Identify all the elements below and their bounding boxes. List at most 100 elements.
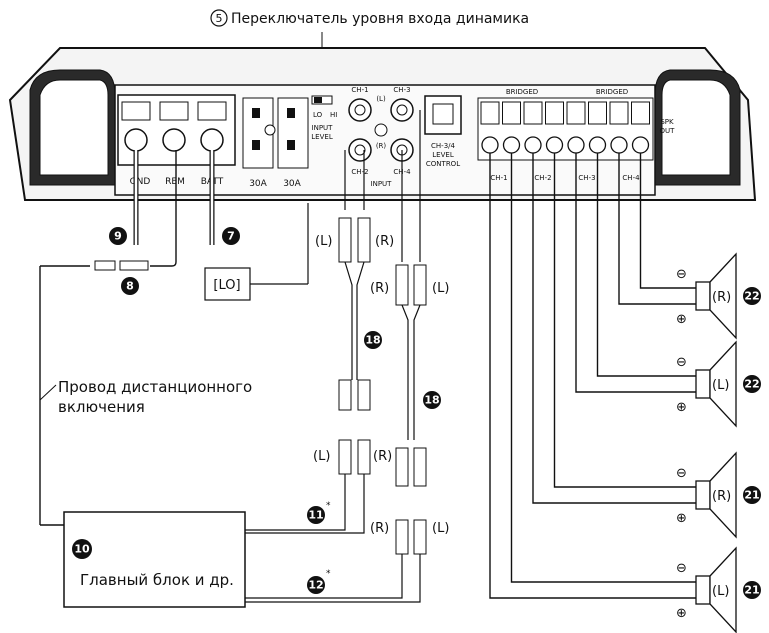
svg-text:(R): (R)	[370, 521, 389, 536]
svg-text:22: 22	[744, 378, 759, 391]
speaker-wire-negative	[639, 153, 696, 289]
badge-8: 8	[121, 277, 139, 295]
gnd-label: GND	[130, 177, 151, 187]
rca-cable-left: (L) (R) (L) (R)	[245, 150, 394, 534]
minus-icon: ⊖	[676, 267, 687, 282]
fuse-block: 30A 30A	[242, 97, 309, 189]
svg-text:12: 12	[308, 579, 323, 592]
svg-text:CH-1: CH-1	[351, 86, 368, 94]
svg-text:CH-3: CH-3	[578, 174, 595, 182]
head-unit-box: 10 Главный блок и др.	[63, 511, 246, 608]
speaker-side-label: (L)	[712, 378, 729, 393]
minus-icon: ⊖	[676, 355, 687, 370]
svg-text:HI: HI	[330, 111, 337, 119]
plus-icon: ⊕	[676, 511, 687, 526]
svg-text:Переключатель уровня входа дин: Переключатель уровня входа динамика	[231, 11, 529, 27]
svg-text:(L): (L)	[376, 95, 386, 103]
lo-link: [LO]	[204, 203, 309, 301]
svg-text:INPUT: INPUT	[371, 180, 393, 188]
svg-text:Провод дистанционного: Провод дистанционного	[58, 378, 252, 396]
fuse-label-b: 30A	[283, 179, 301, 189]
speaker-terminal[interactable]	[523, 101, 543, 154]
badge-11: 11*	[307, 501, 331, 524]
power-cables	[39, 150, 215, 526]
badge-18-left: 18	[364, 331, 382, 349]
svg-text:7: 7	[227, 230, 235, 243]
speaker-side-label: (R)	[712, 489, 731, 504]
speaker-wire-positive	[618, 153, 696, 305]
svg-text:(L): (L)	[315, 234, 332, 249]
svg-text:8: 8	[126, 280, 134, 293]
svg-text:LO: LO	[313, 111, 323, 119]
svg-text:18: 18	[424, 394, 439, 407]
svg-text:INPUT: INPUT	[312, 124, 334, 132]
svg-text:(L): (L)	[432, 281, 449, 296]
svg-text:LEVEL: LEVEL	[432, 151, 454, 159]
speaker-wire-negative	[596, 153, 696, 377]
speaker-terminal[interactable]	[566, 101, 586, 154]
svg-text:5: 5	[216, 12, 223, 25]
svg-text:OUT: OUT	[660, 127, 676, 135]
speaker-terminal[interactable]	[631, 101, 650, 154]
head-unit-label: Главный блок и др.	[80, 571, 234, 589]
svg-text:CH-3: CH-3	[393, 86, 410, 94]
svg-text:21: 21	[744, 584, 759, 597]
svg-text:CH-3/4: CH-3/4	[431, 142, 455, 150]
badge-7: 7	[222, 227, 240, 245]
plus-icon: ⊕	[676, 312, 687, 327]
input-level-switch[interactable]: LO HI INPUT LEVEL	[311, 95, 337, 141]
svg-text:(L): (L)	[313, 449, 330, 464]
speaker-wire-positive	[489, 153, 696, 599]
speaker-wire-negative	[553, 153, 696, 488]
speaker-terminal[interactable]	[502, 101, 521, 154]
svg-text:21: 21	[744, 489, 759, 502]
svg-text:CH-2: CH-2	[534, 174, 551, 182]
speaker: (R) ⊖ ⊕	[676, 451, 737, 539]
speaker-wire-bundle	[489, 153, 696, 599]
svg-text:(R): (R)	[375, 234, 394, 249]
lo-box-label: [LO]	[213, 278, 240, 293]
speaker-wire-positive	[532, 153, 696, 504]
svg-text:BRIDGED: BRIDGED	[596, 88, 628, 96]
svg-text:(L): (L)	[432, 521, 449, 536]
svg-text:18: 18	[365, 334, 380, 347]
speaker: (L)⊖⊕	[676, 546, 737, 633]
svg-text:10: 10	[74, 543, 90, 556]
svg-text:CH-4: CH-4	[622, 174, 640, 182]
svg-text:CH-2: CH-2	[351, 168, 368, 176]
speaker-wire-positive	[575, 153, 696, 393]
speaker-terminal[interactable]	[609, 101, 629, 154]
minus-icon: ⊖	[676, 466, 687, 481]
svg-text:LEVEL: LEVEL	[311, 133, 333, 141]
svg-text:включения: включения	[58, 398, 145, 416]
svg-text:*: *	[326, 501, 331, 511]
speaker: (R) ⊖ ⊕	[676, 252, 737, 340]
svg-text:CONTROL: CONTROL	[426, 160, 460, 168]
plus-icon: ⊕	[676, 400, 687, 415]
svg-text:BRIDGED: BRIDGED	[506, 88, 538, 96]
svg-text:(R): (R)	[376, 142, 387, 150]
speaker-terminal-block: BRIDGED BRIDGED SPK OUT CH-1 CH-2 CH-3 C…	[477, 88, 676, 182]
svg-text:*: *	[326, 569, 331, 579]
remote-wire-label: Провод дистанционного включения	[39, 378, 252, 416]
svg-text:11: 11	[308, 509, 323, 522]
minus-icon: ⊖	[676, 561, 687, 576]
plus-icon: ⊕	[676, 606, 687, 621]
speaker-terminal[interactable]	[588, 101, 607, 154]
badge-9: 9	[109, 227, 127, 245]
speaker-wire-negative	[510, 153, 696, 583]
fuse-label-a: 30A	[249, 179, 267, 189]
badge-21-bottom: 21	[743, 581, 761, 599]
speaker-side-label: (R)	[712, 290, 731, 305]
svg-text:(R): (R)	[373, 449, 392, 464]
badge-22-top: 22	[743, 287, 761, 305]
rca-input-panel: CH-1 CH-3 (L) (R) CH-2 CH-4 INPUT	[348, 86, 414, 188]
level-control-jack[interactable]: CH-3/4 LEVEL CONTROL	[424, 95, 462, 168]
rca-cable-right: (R) (L) (R) (L)	[245, 110, 449, 603]
rem-label: REM	[165, 177, 185, 187]
svg-text:CH-1: CH-1	[490, 174, 507, 182]
badge-12: 12*	[307, 569, 331, 594]
svg-text:(R): (R)	[370, 281, 389, 296]
speaker-group: (R)⊖⊕(L)⊖⊕(R)⊖⊕(L)⊖⊕	[676, 252, 737, 633]
